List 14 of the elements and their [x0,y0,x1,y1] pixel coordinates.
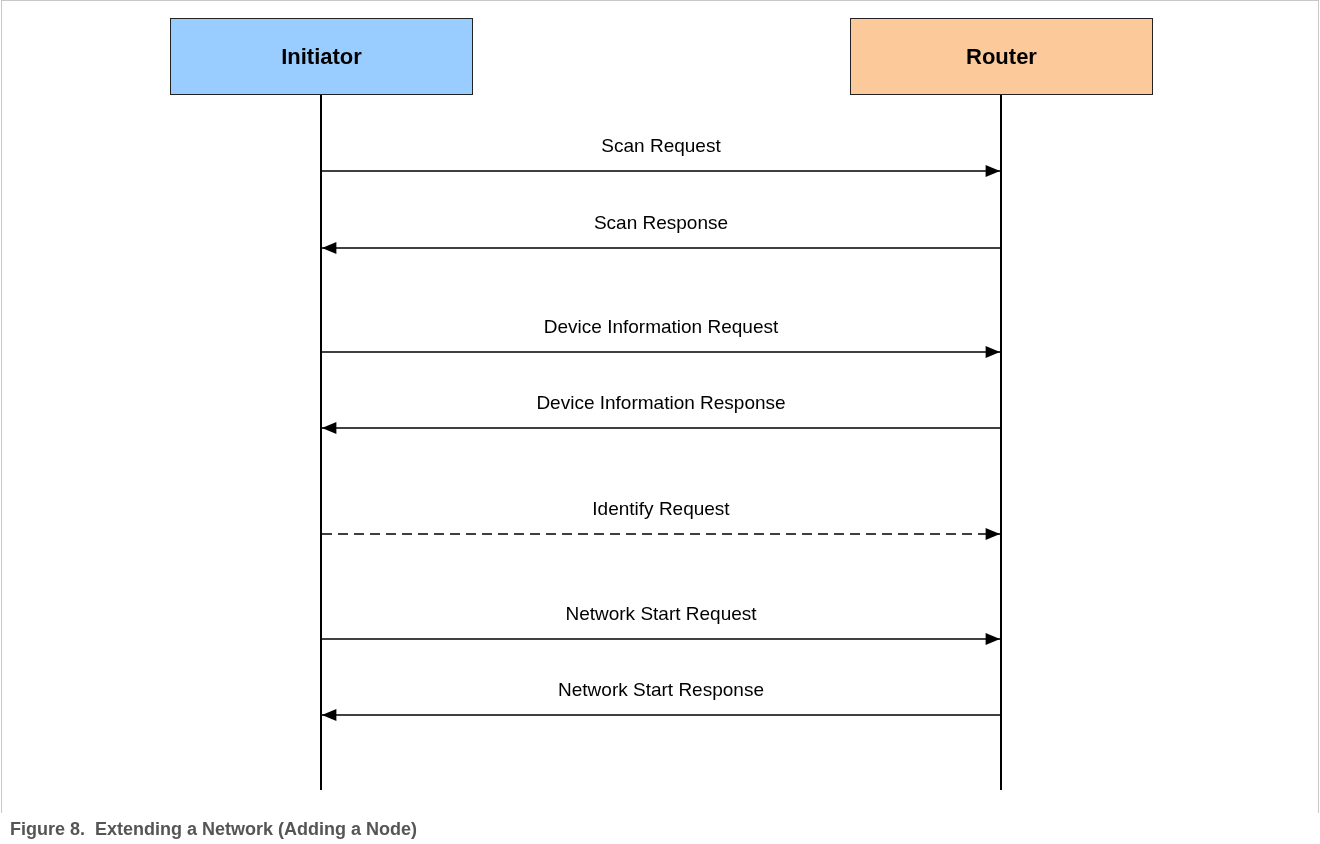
lifeline [1000,95,1002,790]
participant-name: Router [966,43,1037,70]
message-arrow [321,165,1001,177]
message-arrow [321,422,1001,434]
message-arrow [321,633,1001,645]
message-arrow [321,709,1001,721]
participant-box [850,18,1153,95]
message-arrow [321,346,1001,358]
participant-name: Initiator [281,43,362,70]
message-arrow [321,528,1001,540]
figure-caption: Figure 8. Extending a Network (Adding a Node) [10,819,418,840]
lifeline [320,95,322,790]
message-arrow [321,242,1001,254]
participant-box [170,18,473,95]
